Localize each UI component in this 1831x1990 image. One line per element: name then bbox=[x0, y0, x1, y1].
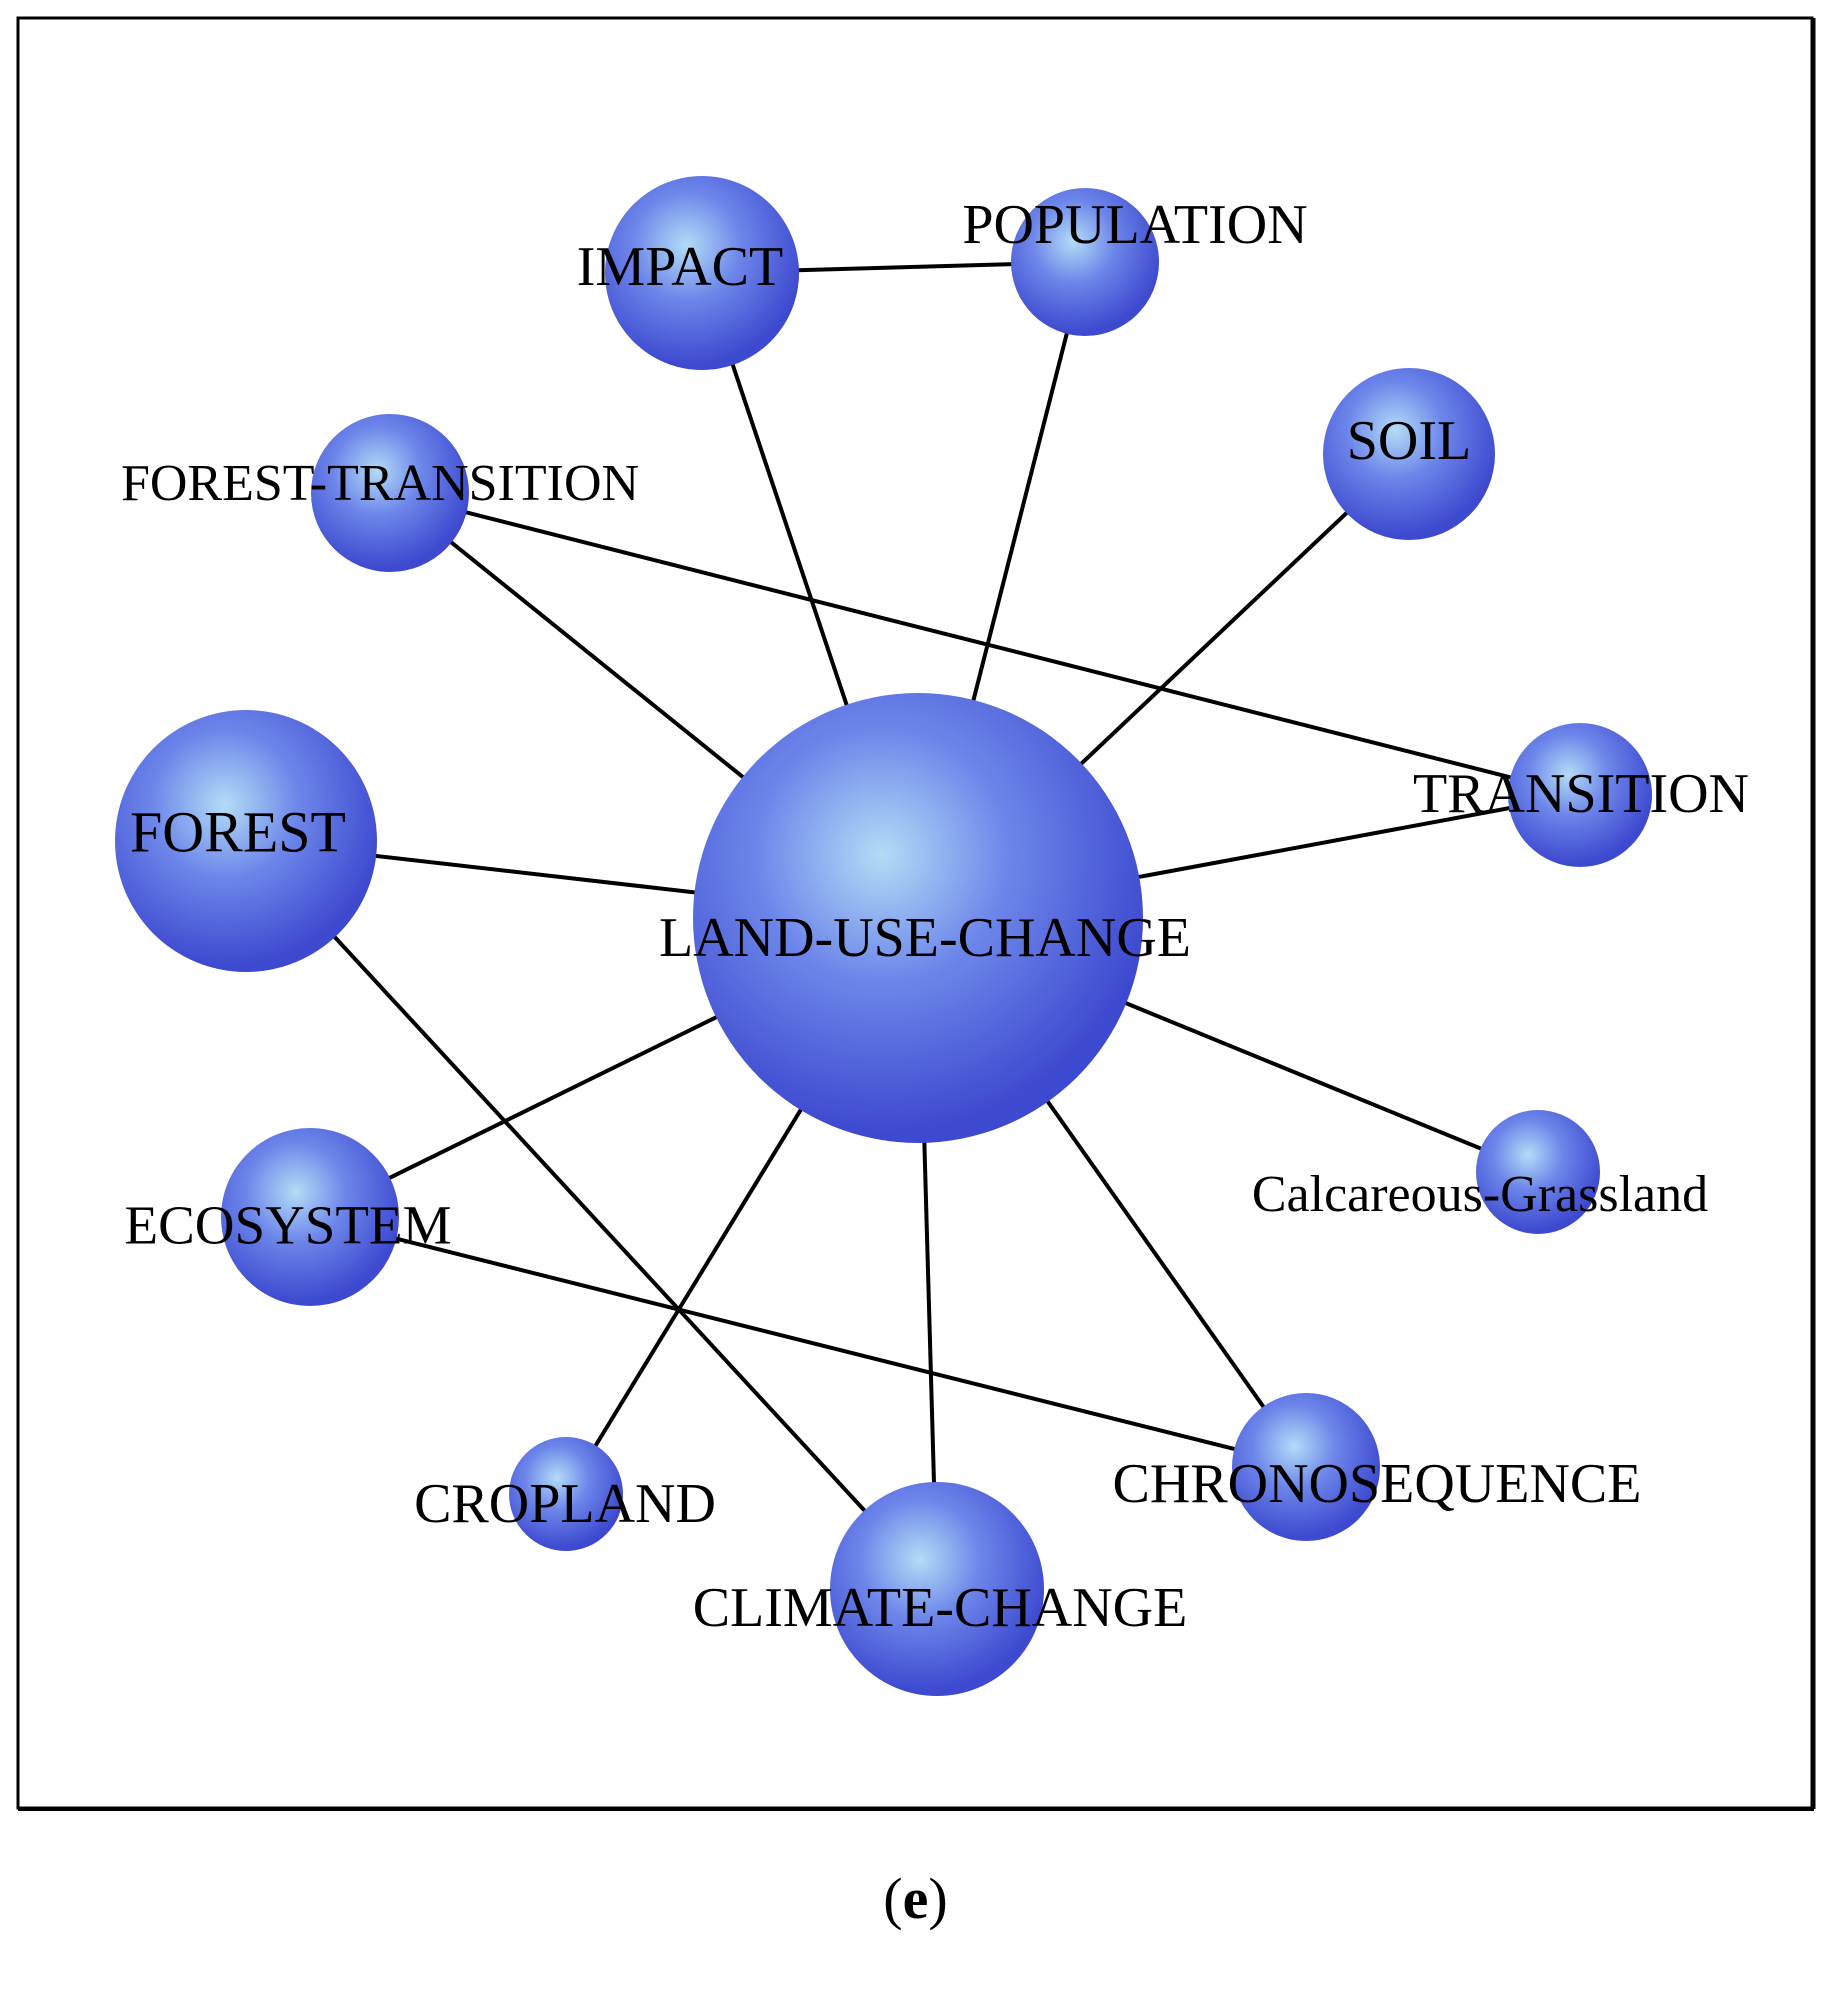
node-climate-change bbox=[830, 1482, 1044, 1696]
node-label-cropland: CROPLAND bbox=[414, 1473, 716, 1535]
node-ecosystem bbox=[221, 1128, 399, 1306]
panel-caption: (e) bbox=[0, 1870, 1831, 1928]
nodes-layer bbox=[115, 176, 1652, 1696]
node-label-forest-transition: FOREST-TRANSITION bbox=[121, 455, 639, 512]
node-label-population: POPULATION bbox=[962, 194, 1307, 256]
node-forest-transition bbox=[311, 414, 469, 572]
caption-close-paren: ) bbox=[928, 1866, 948, 1931]
edge-ecosystem-chronosequence bbox=[309, 1215, 1307, 1469]
node-soil bbox=[1323, 368, 1495, 540]
edge-forest-transition-transition bbox=[389, 491, 1581, 797]
node-land-use-change bbox=[693, 693, 1143, 1143]
node-label-forest: FOREST bbox=[130, 799, 346, 864]
node-label-transition: TRANSITION bbox=[1413, 763, 1749, 825]
labels-layer: LAND-USE-CHANGE IMPACT POPULATION SOIL FORES… bbox=[121, 194, 1749, 1639]
node-label-chronosequence: CHRONOSEQUENCE bbox=[1113, 1453, 1642, 1515]
node-label-soil: SOIL bbox=[1347, 410, 1471, 472]
panel-letter: e bbox=[902, 1866, 929, 1931]
edge-forest-climate-change bbox=[244, 839, 939, 1591]
node-label-ecosystem: ECOSYSTEM bbox=[125, 1195, 452, 1256]
caption-open-paren: ( bbox=[883, 1866, 903, 1931]
node-forest bbox=[115, 710, 377, 972]
node-label-calcareous-grassland: Calcareous-Grassland bbox=[1252, 1166, 1708, 1223]
node-calcareous-grassland bbox=[1476, 1110, 1600, 1234]
node-label-land-use-change: LAND-USE-CHANGE bbox=[659, 907, 1191, 969]
node-label-climate-change: CLIMATE-CHANGE bbox=[693, 1577, 1188, 1639]
node-impact bbox=[605, 176, 799, 370]
node-label-impact: IMPACT bbox=[577, 236, 783, 298]
node-population bbox=[1011, 188, 1159, 336]
node-chronosequence bbox=[1232, 1393, 1380, 1541]
node-transition bbox=[1508, 723, 1652, 867]
node-cropland bbox=[509, 1437, 623, 1551]
